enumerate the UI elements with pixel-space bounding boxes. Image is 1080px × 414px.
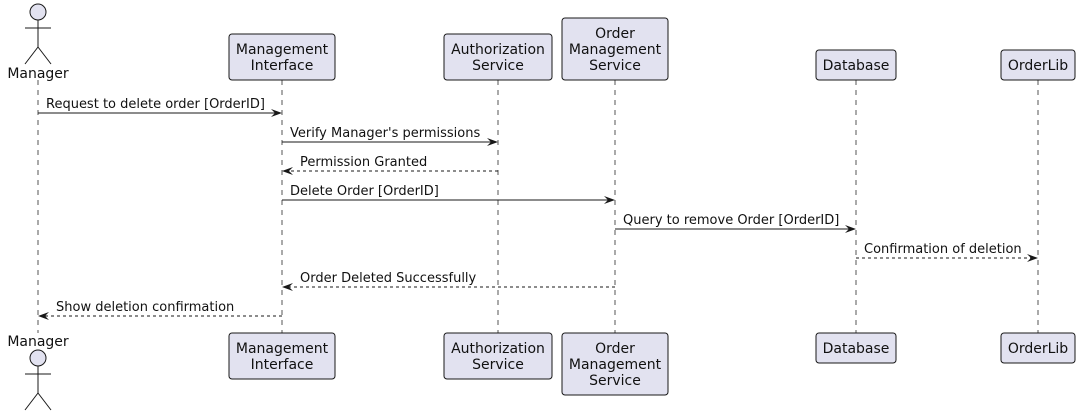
participant-box [228,332,336,380]
participant-box [228,33,336,81]
message-label: Verify Manager's permissions [290,126,480,141]
actor-manager-bottom: Manager [7,334,69,411]
participant-db-bottom: Database [815,332,897,364]
message-label: Order Deleted Successfully [300,271,477,286]
message-6: Confirmation of deletion [856,242,1038,262]
participant-label: Management [236,42,329,58]
message-label: Show deletion confirmation [56,300,234,315]
message-arrow-head [271,109,282,117]
message-label: Permission Granted [300,155,427,170]
message-arrow-head [282,167,293,175]
participant-label: Database [823,58,890,74]
actor-left-leg [24,46,39,65]
message-arrow-head [38,312,49,320]
message-8: Show deletion confirmation [38,300,282,320]
participant-label: OrderLib [1008,58,1068,74]
participant-box [443,332,553,380]
participant-label: Interface [251,58,314,74]
actor-label: Manager [7,66,69,82]
message-1: Request to delete order [OrderID] [38,97,282,117]
message-4: Delete Order [OrderID] [282,184,615,204]
message-3: Permission Granted [282,155,498,175]
message-label: Request to delete order [OrderID] [46,97,265,112]
participant-box [561,17,669,81]
message-arrow-head [604,196,615,204]
message-5: Query to remove Order [OrderID] [615,213,856,233]
participant-db-top: Database [815,49,897,81]
participant-label: Service [472,58,524,74]
actor-left-leg [24,392,39,411]
participant-label: Management [569,42,662,58]
participant-box [561,332,669,396]
message-arrow-head [1027,254,1038,262]
participant-label: Order [595,341,635,357]
participant-label: Service [472,357,524,373]
participant-label: Management [236,341,329,357]
message-label: Query to remove Order [OrderID] [623,213,839,228]
message-label: Delete Order [OrderID] [290,184,439,199]
participant-label: Interface [251,357,314,373]
message-label: Confirmation of deletion [864,242,1022,257]
actor-right-leg [37,46,52,65]
participant-label: Service [589,58,641,74]
participant-label: Service [589,373,641,389]
actor-manager-top: Manager [7,3,69,82]
participant-label: Authorization [451,341,545,357]
participant-box [815,332,897,364]
participant-label: Database [823,341,890,357]
participant-box [443,33,553,81]
participant-label: Order [595,26,635,42]
participant-label: Management [569,357,662,373]
participant-label: OrderLib [1008,341,1068,357]
participant-orderlib-bottom: OrderLib [1000,332,1076,364]
message-arrow-head [487,138,498,146]
participant-box [1000,49,1076,81]
participant-orderlib-top: OrderLib [1000,49,1076,81]
message-2: Verify Manager's permissions [282,126,498,146]
message-7: Order Deleted Successfully [282,271,615,291]
message-arrow-head [845,225,856,233]
actor-right-leg [37,392,52,411]
actor-label: Manager [7,334,69,350]
participant-label: Authorization [451,42,545,58]
actor-head [29,349,47,367]
actor-head [29,3,47,21]
participant-box [815,49,897,81]
participant-box [1000,332,1076,364]
message-arrow-head [282,283,293,291]
